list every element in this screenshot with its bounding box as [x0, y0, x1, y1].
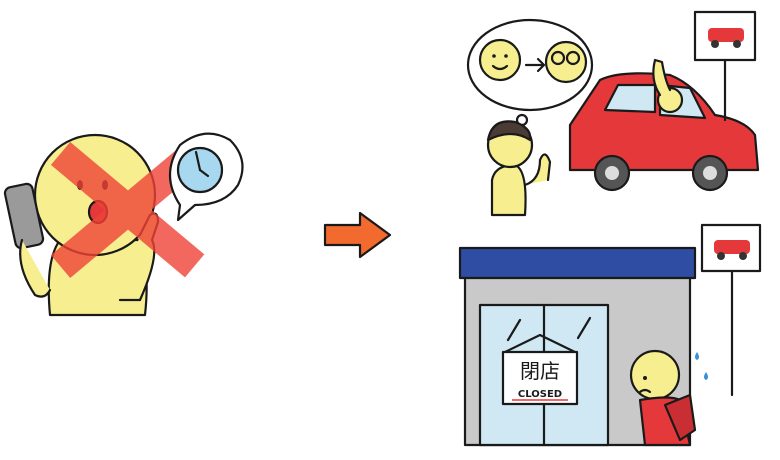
- red-car: [568, 58, 760, 192]
- red-cross-icon: [50, 141, 205, 279]
- parking-sign-bottom: [700, 223, 762, 397]
- waving-person: [486, 120, 552, 217]
- phone-icon: [3, 182, 45, 250]
- closed-sign-kanji: 閉店: [520, 359, 560, 383]
- closed-sign: 閉店 CLOSED: [501, 333, 579, 406]
- sad-child: [629, 349, 708, 447]
- clock-icon: [176, 146, 224, 194]
- parking-sign-top: [693, 10, 757, 122]
- speech-bubble-clock: [169, 132, 244, 222]
- arrow-right-icon: [323, 211, 392, 259]
- thought-bubble: [466, 18, 594, 137]
- sweat-drops-icon: [695, 352, 708, 380]
- closed-sign-english: CLOSED: [518, 389, 562, 400]
